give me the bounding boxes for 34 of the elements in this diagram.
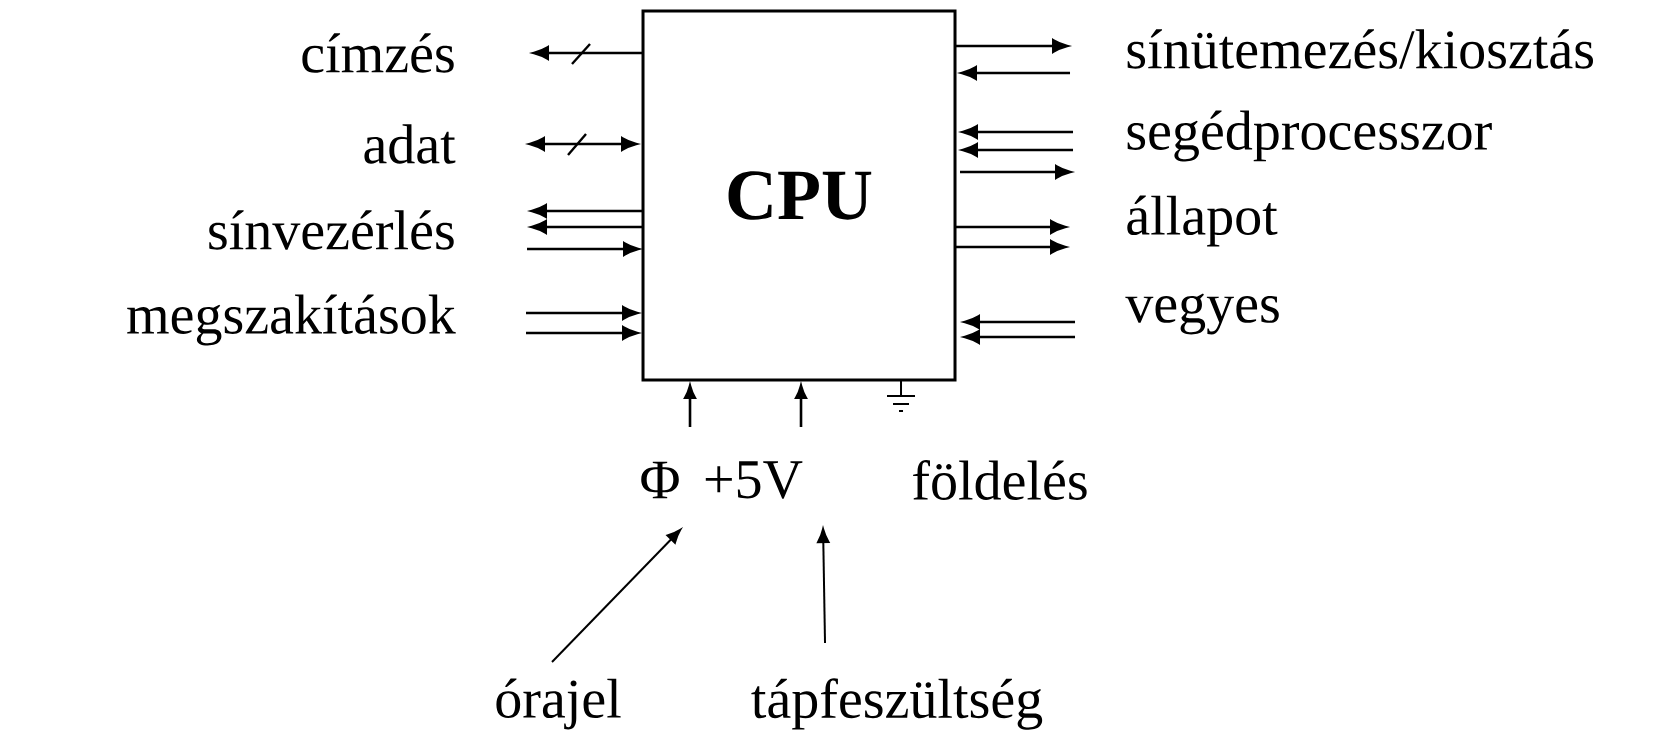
arrow (960, 66, 1070, 80)
signal-label: tápfeszültség (751, 678, 1043, 730)
arrow (528, 137, 638, 151)
signal-label: földelés (913, 460, 1087, 500)
arrow (817, 528, 830, 644)
arrow (961, 125, 1073, 139)
signal-label: Φ (641, 461, 679, 499)
signal-label: vegyes (1125, 293, 1279, 335)
arrow (530, 220, 643, 234)
arrow (961, 143, 1073, 157)
signal-label: megszakítások (127, 294, 456, 346)
signal-label: sínvezérlés (209, 210, 454, 250)
arrow (963, 315, 1075, 329)
arrow (956, 39, 1069, 53)
arrow (532, 46, 643, 60)
signal-label: állapot (1127, 195, 1278, 247)
signal-label: +5V (705, 461, 803, 499)
signal-label: sínütemezés/kiosztás (1127, 29, 1593, 69)
arrow (530, 204, 643, 218)
arrow (684, 384, 696, 427)
arrow (795, 384, 807, 427)
arrow (526, 326, 639, 340)
arrow (960, 165, 1072, 179)
arrow (526, 306, 639, 320)
signal-label: adat (364, 124, 456, 164)
signal-label: órajel (496, 678, 621, 730)
signal-label: segédprocesszor (1127, 110, 1492, 162)
arrow (956, 220, 1067, 234)
signal-label: címzés (302, 33, 454, 73)
arrow (963, 330, 1075, 344)
arrow (551, 528, 682, 663)
cpu-box: CPU (641, 9, 957, 382)
arrow (956, 240, 1067, 254)
arrow (527, 242, 640, 256)
